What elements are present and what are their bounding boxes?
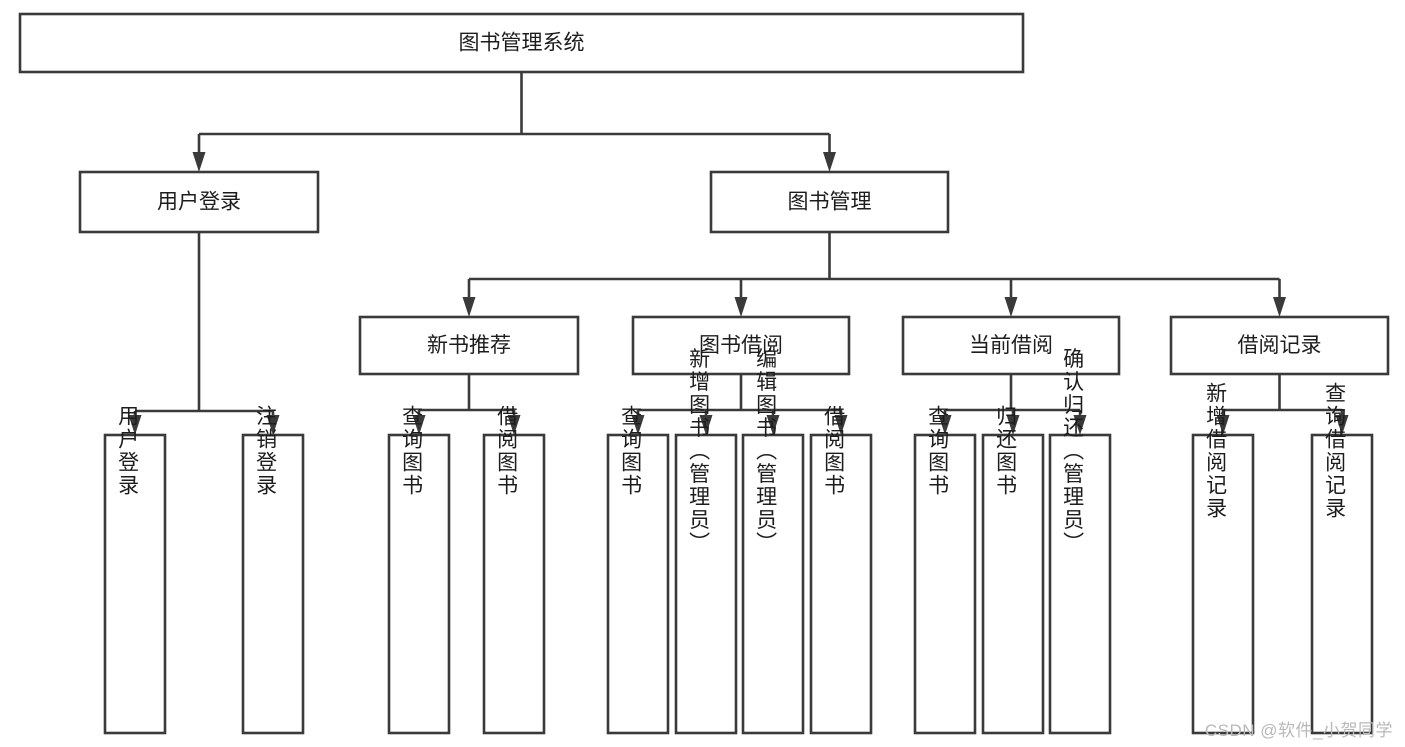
node-leaf-query-record[interactable]: 查询借阅记录 (1310, 382, 1374, 735)
node-box-leaf-return-book (981, 433, 1045, 735)
arrow-head-icon (462, 297, 476, 317)
arrow-head-icon (834, 415, 848, 435)
node-box-leaf-query-record (1310, 433, 1374, 735)
node-box-book-mgmt (709, 170, 950, 234)
arrow-head-icon (823, 152, 836, 172)
node-user-login[interactable]: 用户登录 (78, 170, 320, 234)
node-leaf-borrow-book-1[interactable]: 借阅图书 (482, 405, 546, 735)
node-book-mgmt[interactable]: 图书管理 (709, 170, 950, 234)
node-leaf-add-book[interactable]: 新增图书（管理员） (674, 348, 738, 735)
arrow-head-icon (734, 297, 748, 317)
arrow-head-icon (507, 415, 521, 435)
node-label-leaf-add-record: 新增借阅记录 (1204, 382, 1228, 520)
node-label-user-login: 用户登录 (157, 191, 241, 214)
node-leaf-user-logout[interactable]: 注销登录 (241, 405, 305, 735)
node-box-borrow-record (1169, 315, 1390, 376)
arrow-head-icon (1073, 415, 1087, 435)
node-label-root: 图书管理系统 (459, 32, 585, 55)
node-box-leaf-borrow-book-1 (482, 433, 546, 735)
arrow-head-icon (766, 415, 780, 435)
node-label-leaf-confirm-return: 确认归还（管理员） (1061, 348, 1085, 555)
arrow-head-icon (1006, 415, 1020, 435)
node-box-leaf-query-book-3 (913, 433, 977, 735)
node-book-borrow[interactable]: 图书借阅 (631, 315, 851, 376)
node-box-leaf-add-record (1191, 433, 1255, 735)
node-box-current-borrow (901, 315, 1121, 376)
node-label-leaf-add-book: 新增图书（管理员） (687, 348, 711, 555)
node-box-leaf-edit-book (741, 433, 805, 735)
node-leaf-return-book[interactable]: 归还图书 (981, 405, 1045, 735)
node-box-leaf-user-logout (241, 433, 305, 735)
node-box-new-book-rec (358, 315, 580, 376)
node-label-current-borrow: 当前借阅 (969, 334, 1053, 357)
arrow-head-icon (699, 415, 713, 435)
node-leaf-query-book-2[interactable]: 查询图书 (606, 405, 670, 735)
node-label-borrow-record: 借阅记录 (1238, 334, 1322, 357)
node-label-leaf-query-book-3: 查询图书 (926, 405, 950, 497)
arrow-head-icon (631, 415, 645, 435)
node-box-leaf-user-login (103, 433, 167, 735)
node-label-leaf-return-book: 归还图书 (994, 405, 1018, 497)
node-leaf-query-book-3[interactable]: 查询图书 (913, 405, 977, 735)
node-leaf-confirm-return[interactable]: 确认归还（管理员） (1048, 348, 1112, 735)
arrow-head-icon (192, 152, 206, 172)
connector-layer (128, 72, 1349, 435)
node-leaf-query-book-1[interactable]: 查询图书 (387, 405, 451, 735)
node-label-leaf-user-login: 用户登录 (116, 405, 140, 497)
node-label-leaf-edit-book: 编辑图书（管理员） (754, 348, 778, 555)
node-box-user-login (78, 170, 320, 234)
node-label-leaf-borrow-book-1: 借阅图书 (495, 405, 519, 497)
node-box-book-borrow (631, 315, 851, 376)
node-root[interactable]: 图书管理系统 (18, 12, 1025, 74)
node-new-book-rec[interactable]: 新书推荐 (358, 315, 580, 376)
arrow-head-icon (1004, 297, 1018, 317)
node-box-leaf-borrow-book-2 (809, 433, 873, 735)
arrow-head-icon (128, 415, 142, 435)
node-label-leaf-query-record: 查询借阅记录 (1323, 382, 1347, 520)
node-label-leaf-query-book-1: 查询图书 (400, 405, 424, 497)
node-current-borrow[interactable]: 当前借阅 (901, 315, 1121, 376)
node-box-leaf-query-book-2 (606, 433, 670, 735)
arrow-head-icon (1335, 415, 1349, 435)
node-box-leaf-query-book-1 (387, 433, 451, 735)
node-box-leaf-add-book (674, 433, 738, 735)
node-label-book-borrow: 图书借阅 (699, 334, 783, 357)
node-label-new-book-rec: 新书推荐 (427, 334, 511, 357)
node-leaf-user-login[interactable]: 用户登录 (103, 405, 167, 735)
node-leaf-add-record[interactable]: 新增借阅记录 (1191, 382, 1255, 735)
arrow-head-icon (938, 415, 952, 435)
arrow-head-icon (1216, 415, 1230, 435)
node-box-leaf-confirm-return (1048, 433, 1112, 735)
node-layer: 图书管理系统用户登录图书管理新书推荐图书借阅当前借阅借阅记录用户登录注销登录查询… (18, 12, 1390, 735)
node-leaf-borrow-book-2[interactable]: 借阅图书 (809, 405, 873, 735)
node-label-book-mgmt: 图书管理 (788, 191, 872, 214)
arrow-head-icon (266, 415, 280, 435)
node-leaf-edit-book[interactable]: 编辑图书（管理员） (741, 348, 805, 735)
node-label-leaf-user-logout: 注销登录 (254, 405, 278, 497)
node-label-leaf-query-book-2: 查询图书 (619, 405, 643, 497)
arrow-head-icon (412, 415, 426, 435)
node-label-leaf-borrow-book-2: 借阅图书 (822, 405, 846, 497)
node-box-root (18, 12, 1025, 74)
node-borrow-record[interactable]: 借阅记录 (1169, 315, 1390, 376)
arrow-head-icon (1273, 297, 1286, 317)
